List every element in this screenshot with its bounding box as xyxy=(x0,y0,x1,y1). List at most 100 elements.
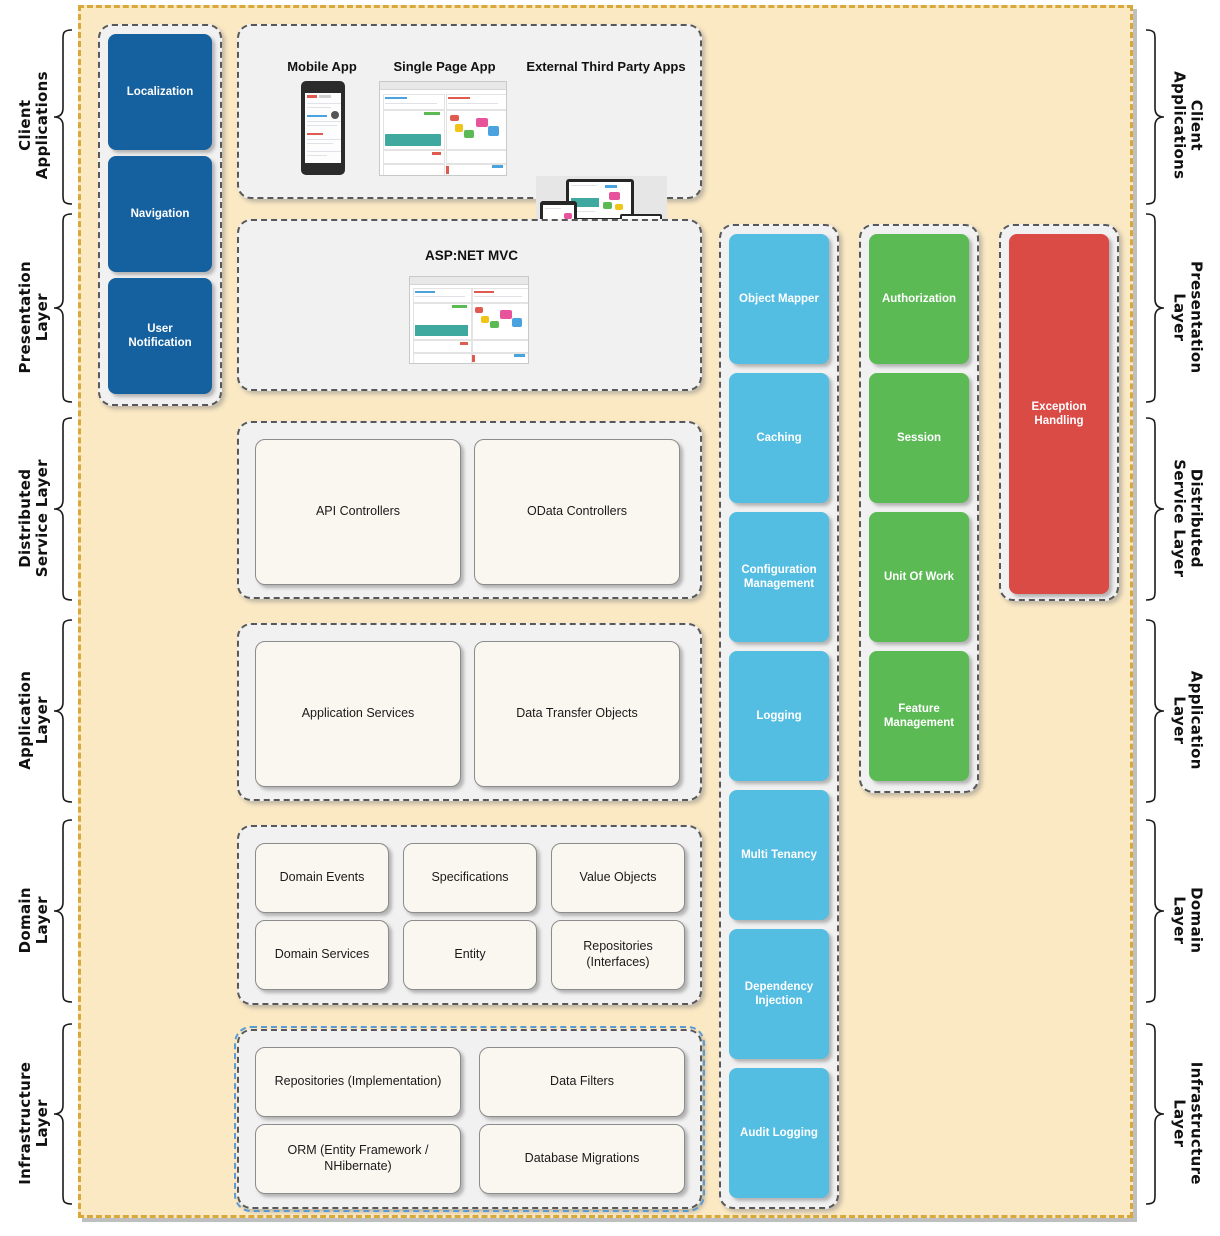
tile-label: Repositories (Implementation) xyxy=(274,1074,442,1089)
bracket-left-client-applications xyxy=(52,28,74,206)
bracket-left-infrastructure-layer xyxy=(52,1022,74,1206)
tile-authorization[interactable]: Authorization xyxy=(869,234,969,364)
tile-logging[interactable]: Logging xyxy=(729,651,829,781)
left-layer-label-infrastructure-layer: Infrastructure Layer xyxy=(15,1053,52,1193)
client-applications-group: Mobile App Single Page App External Thir… xyxy=(237,24,702,259)
tile-configuration-management[interactable]: Configuration Management xyxy=(729,512,829,642)
tile-repositories-interfaces[interactable]: Repositories (Interfaces) xyxy=(551,920,685,990)
tile-label: Caching xyxy=(756,431,802,444)
tile-audit-logging[interactable]: Audit Logging xyxy=(729,1068,829,1198)
left-layer-label-domain-layer: Domain Layer xyxy=(15,855,52,985)
aspnet-mvc-screenshot xyxy=(409,276,529,364)
tile-session[interactable]: Session xyxy=(869,373,969,503)
right-layer-label-distributed-service-layer: Distributed Service Layer xyxy=(1170,447,1205,589)
tile-object-mapper[interactable]: Object Mapper xyxy=(729,234,829,364)
caption-external-third-party-apps: External Third Party Apps xyxy=(526,59,686,74)
tile-specifications[interactable]: Specifications xyxy=(403,843,537,913)
tile-label: ORM (Entity Framework / NHibernate) xyxy=(287,1143,429,1173)
tile-label: Object Mapper xyxy=(739,292,819,305)
tile-value-objects[interactable]: Value Objects xyxy=(551,843,685,913)
tile-label: Multi Tenancy xyxy=(741,848,817,861)
tile-label: Dependency Injection xyxy=(744,980,814,1007)
tile-label: Audit Logging xyxy=(740,1126,818,1139)
bracket-right-domain-layer xyxy=(1144,818,1166,1004)
mobile-app-screenshot xyxy=(301,81,345,175)
tile-data-transfer-objects[interactable]: Data Transfer Objects xyxy=(474,641,680,787)
presentation-layer-group: ASP:NET MVC xyxy=(237,219,702,391)
tile-application-services[interactable]: Application Services xyxy=(255,641,461,787)
caption-single-page-app: Single Page App xyxy=(393,59,496,74)
single-page-app-screenshot xyxy=(379,81,507,176)
bracket-right-application-layer xyxy=(1144,618,1166,804)
client-side-concerns-group: Localization Navigation User Notificatio… xyxy=(98,24,222,406)
right-layer-label-presentation-layer: Presentation Layer xyxy=(1170,252,1205,382)
application-layer-group: Application Services Data Transfer Objec… xyxy=(237,623,702,801)
tile-label: Data Transfer Objects xyxy=(516,706,638,721)
right-layer-label-infrastructure-layer: Infrastructure Layer xyxy=(1170,1052,1205,1194)
tile-unit-of-work[interactable]: Unit Of Work xyxy=(869,512,969,642)
tile-label: Entity xyxy=(454,947,486,962)
tile-caching[interactable]: Caching xyxy=(729,373,829,503)
tile-label: Application Services xyxy=(301,706,415,721)
tile-label: Session xyxy=(896,431,942,444)
domain-layer-group: Domain Events Specifications Value Objec… xyxy=(237,825,702,1005)
tile-label: Specifications xyxy=(431,870,509,885)
left-layer-label-distributed-service-layer: Distributed Service Layer xyxy=(15,447,52,589)
tile-label: Domain Events xyxy=(279,870,365,885)
tile-dependency-injection[interactable]: Dependency Injection xyxy=(729,929,829,1059)
tile-label: Value Objects xyxy=(579,870,657,885)
caption-mobile-app: Mobile App xyxy=(287,59,357,74)
exception-handling-column: Exception Handling xyxy=(999,224,1119,601)
tile-localization[interactable]: Localization xyxy=(108,34,212,150)
left-layer-label-text: Client Applications xyxy=(15,71,51,180)
application-concerns-column: Authorization Session Unit Of Work Featu… xyxy=(859,224,979,793)
bracket-right-distributed-service-layer xyxy=(1144,416,1166,602)
infrastructure-layer-group[interactable]: Repositories (Implementation) Data Filte… xyxy=(234,1026,705,1212)
bracket-right-client-applications xyxy=(1144,28,1166,206)
right-layer-label-text: Presentation Layer xyxy=(1170,260,1206,374)
tile-label: API Controllers xyxy=(315,504,401,519)
tile-label: Database Migrations xyxy=(524,1151,640,1166)
distributed-service-layer-group: API Controllers OData Controllers xyxy=(237,421,702,599)
left-layer-label-text: Infrastructure Layer xyxy=(15,1061,51,1185)
tile-label: Navigation xyxy=(130,207,190,220)
right-layer-label-text: Distributed Service Layer xyxy=(1170,459,1206,578)
tile-repositories-implementation[interactable]: Repositories (Implementation) xyxy=(255,1047,461,1117)
left-layer-label-text: Application Layer xyxy=(15,670,51,770)
tile-data-filters[interactable]: Data Filters xyxy=(479,1047,685,1117)
tile-exception-handling[interactable]: Exception Handling xyxy=(1009,234,1109,594)
bracket-left-presentation-layer xyxy=(52,212,74,404)
tile-label: Data Filters xyxy=(550,1074,614,1089)
bracket-left-domain-layer xyxy=(52,818,74,1004)
tile-orm[interactable]: ORM (Entity Framework / NHibernate) xyxy=(255,1124,461,1194)
tile-label: Authorization xyxy=(881,292,957,305)
tile-multi-tenancy[interactable]: Multi Tenancy xyxy=(729,790,829,920)
tile-label: OData Controllers xyxy=(526,504,628,519)
tile-label: Exception Handling xyxy=(1031,400,1087,427)
tile-odata-controllers[interactable]: OData Controllers xyxy=(474,439,680,585)
tile-feature-management[interactable]: Feature Management xyxy=(869,651,969,781)
tile-entity[interactable]: Entity xyxy=(403,920,537,990)
tile-domain-services[interactable]: Domain Services xyxy=(255,920,389,990)
tile-label: Feature Management xyxy=(883,702,955,729)
tile-domain-events[interactable]: Domain Events xyxy=(255,843,389,913)
left-layer-label-text: Domain Layer xyxy=(15,887,51,954)
left-layer-label-client-applications: Client Applications xyxy=(15,60,52,190)
caption-aspnet-mvc: ASP:NET MVC xyxy=(424,248,518,263)
left-layer-label-presentation-layer: Presentation Layer xyxy=(16,252,52,382)
tile-label: Logging xyxy=(756,709,802,722)
right-layer-label-text: Client Applications xyxy=(1170,71,1206,180)
left-layer-label-text: Distributed Service Layer xyxy=(15,459,51,578)
left-layer-label-application-layer: Application Layer xyxy=(15,655,52,785)
right-layer-label-text: Domain Layer xyxy=(1170,887,1206,954)
tile-database-migrations[interactable]: Database Migrations xyxy=(479,1124,685,1194)
bracket-left-application-layer xyxy=(52,618,74,804)
tile-label: Domain Services xyxy=(274,947,370,962)
right-layer-label-text: Application Layer xyxy=(1170,670,1206,770)
tile-navigation[interactable]: Navigation xyxy=(108,156,212,272)
tile-label: Unit Of Work xyxy=(883,570,955,583)
tile-user-notification[interactable]: User Notification xyxy=(108,278,212,394)
tile-label: User Notification xyxy=(128,322,192,349)
tile-api-controllers[interactable]: API Controllers xyxy=(255,439,461,585)
